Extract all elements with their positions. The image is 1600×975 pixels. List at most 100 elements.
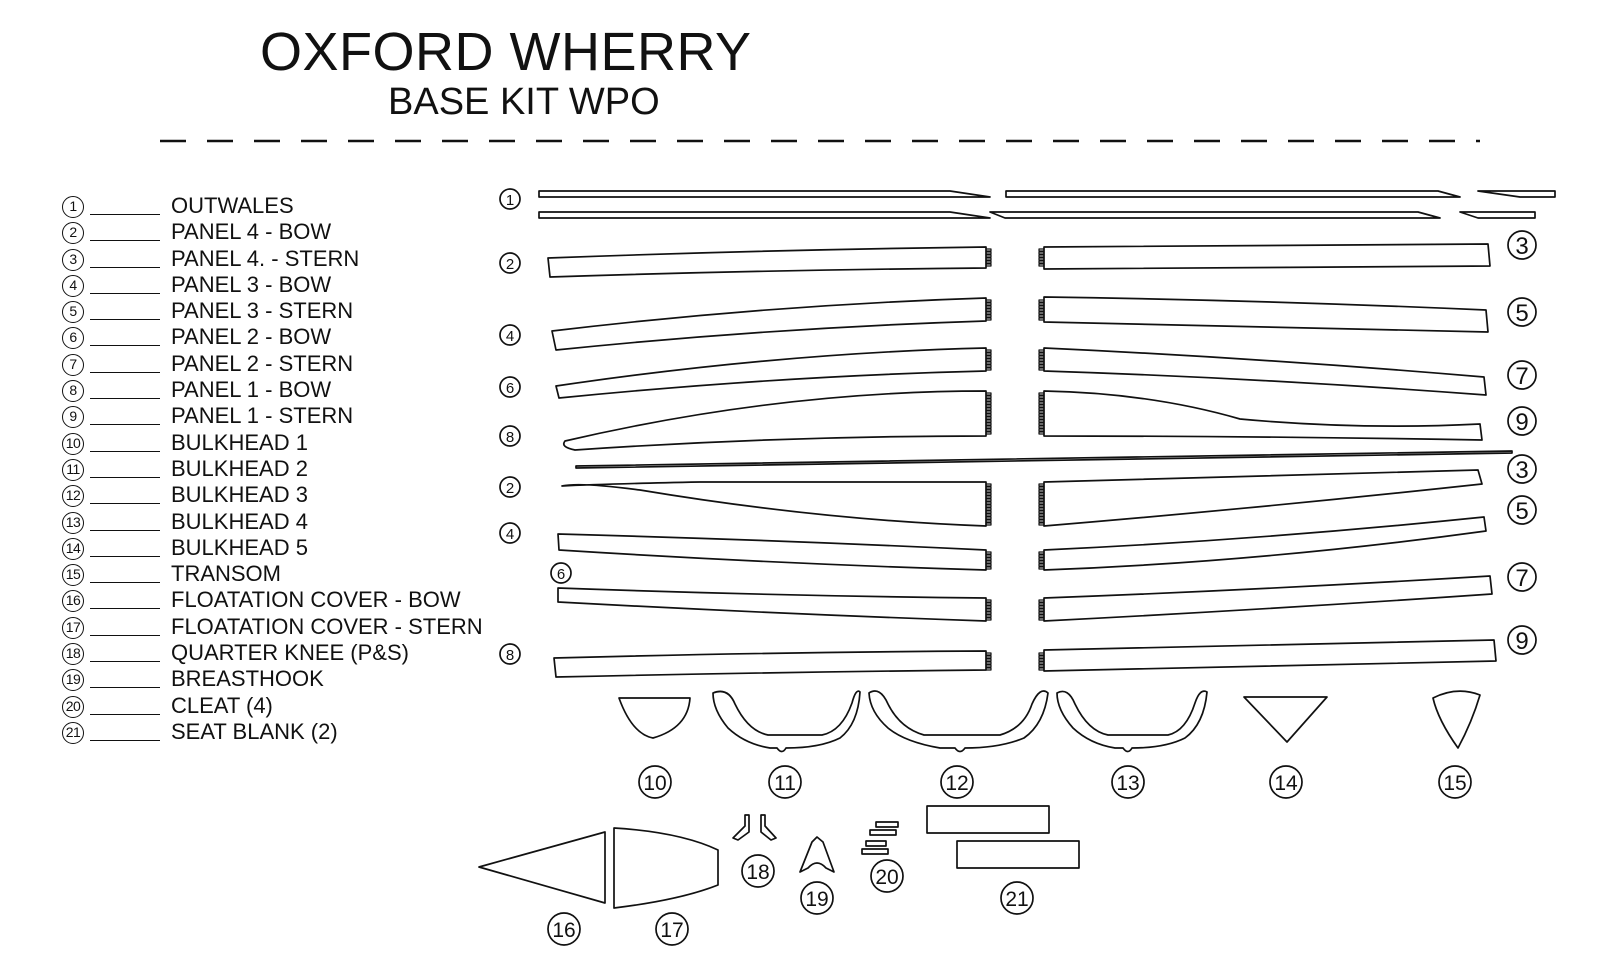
scarf-finger — [986, 495, 992, 499]
scarf-finger — [986, 305, 992, 309]
scarf-finger — [1038, 410, 1044, 414]
legend-number-11: 11 — [62, 458, 84, 481]
scarf-finger — [1038, 655, 1044, 659]
scarf-finger — [986, 395, 992, 399]
scarf-finger — [1038, 431, 1044, 435]
part-tag: 9 — [1507, 406, 1537, 436]
part-tag: 4 — [499, 522, 521, 544]
scarf-finger — [1038, 260, 1044, 264]
seat-blank-part — [926, 805, 1050, 834]
scarf-finger — [986, 551, 992, 555]
scarf-finger — [986, 263, 992, 267]
scarf-finger — [1038, 611, 1044, 615]
legend-number-3: 3 — [62, 248, 84, 271]
scarf-finger — [1038, 554, 1044, 558]
tag-number: 7 — [1515, 565, 1528, 592]
tag-number: 14 — [1274, 772, 1298, 795]
tag-number: 9 — [1515, 628, 1528, 655]
part-tag: 5 — [1507, 297, 1537, 327]
leader-line — [90, 371, 160, 373]
scarf-finger — [986, 661, 992, 665]
outwales-part — [538, 190, 1556, 219]
legend-number-5: 5 — [62, 301, 84, 324]
part-tag: 7 — [1507, 360, 1537, 390]
tag-number: 9 — [1515, 409, 1528, 436]
bulkhead-1-part — [618, 697, 691, 739]
leader-line — [90, 713, 160, 715]
part-tag: 7 — [1507, 562, 1537, 592]
scarf-finger — [986, 407, 992, 411]
scarf-finger — [986, 419, 992, 423]
scarf-finger — [1038, 664, 1044, 668]
scarf-finger — [986, 608, 992, 612]
scarf-finger — [1038, 392, 1044, 396]
bulkhead-2-part — [712, 690, 861, 753]
part-tag: 20 — [870, 859, 904, 893]
tag-number: 6 — [557, 566, 565, 583]
leader-line — [90, 240, 160, 242]
scarf-finger — [986, 364, 992, 368]
tag-number: 16 — [552, 919, 575, 942]
scarf-finger — [986, 308, 992, 312]
tag-number: 13 — [1116, 772, 1139, 795]
tag-number: 8 — [506, 429, 514, 446]
part-tag: 3 — [1507, 230, 1537, 260]
legend-label-6: PANEL 2 - BOW — [171, 324, 332, 350]
leader-line — [90, 476, 160, 478]
scarf-finger — [1038, 352, 1044, 356]
scarf-finger — [1038, 498, 1044, 502]
tag-number: 11 — [774, 772, 796, 795]
scarf-finger — [986, 398, 992, 402]
scarf-finger — [986, 361, 992, 365]
legend-label-14: BULKHEAD 5 — [171, 534, 308, 560]
scarf-finger — [986, 413, 992, 417]
legend-number-19: 19 — [62, 669, 84, 692]
tag-number: 4 — [506, 526, 514, 543]
leader-line — [90, 292, 160, 294]
scarf-finger — [986, 507, 992, 511]
scarf-finger — [986, 664, 992, 668]
scarf-finger — [1038, 510, 1044, 514]
scarf-finger — [986, 566, 992, 570]
scarf-finger — [1038, 355, 1044, 359]
scarf-finger — [1038, 658, 1044, 662]
scarf-finger — [1038, 395, 1044, 399]
tag-number: 4 — [506, 328, 514, 345]
scarf-finger — [1038, 492, 1044, 496]
scarf-finger — [1038, 602, 1044, 606]
cleat-part — [865, 840, 887, 847]
scarf-finger — [1038, 667, 1044, 671]
scarf-finger — [986, 358, 992, 362]
scarf-finger — [986, 349, 992, 353]
tag-number: 18 — [746, 861, 769, 884]
part-tag: 6 — [499, 376, 521, 398]
panel-row-8 — [553, 639, 1497, 678]
scarf-finger — [986, 667, 992, 671]
legend-number-7: 7 — [62, 353, 84, 376]
leader-line — [90, 687, 160, 689]
scarf-finger — [986, 563, 992, 567]
floatation-cover-stern-part — [613, 827, 719, 909]
long-strip — [575, 450, 1513, 469]
legend-label-16: FLOATATION COVER - BOW — [171, 587, 461, 613]
scarf-finger — [1038, 560, 1044, 564]
scarf-finger — [986, 410, 992, 414]
part-tag: 21 — [1000, 881, 1034, 915]
scarf-finger — [1038, 419, 1044, 423]
transom-part — [1432, 690, 1481, 749]
part-tag: 10 — [638, 765, 672, 799]
scarf-finger — [986, 557, 992, 561]
scarf-finger — [1038, 349, 1044, 353]
legend-number-20: 20 — [62, 695, 84, 718]
scarf-finger — [986, 299, 992, 303]
scarf-finger — [1038, 364, 1044, 368]
tag-number: 2 — [506, 480, 514, 497]
leader-line — [90, 661, 160, 663]
leader-line — [90, 634, 160, 636]
legend-number-8: 8 — [62, 380, 84, 403]
